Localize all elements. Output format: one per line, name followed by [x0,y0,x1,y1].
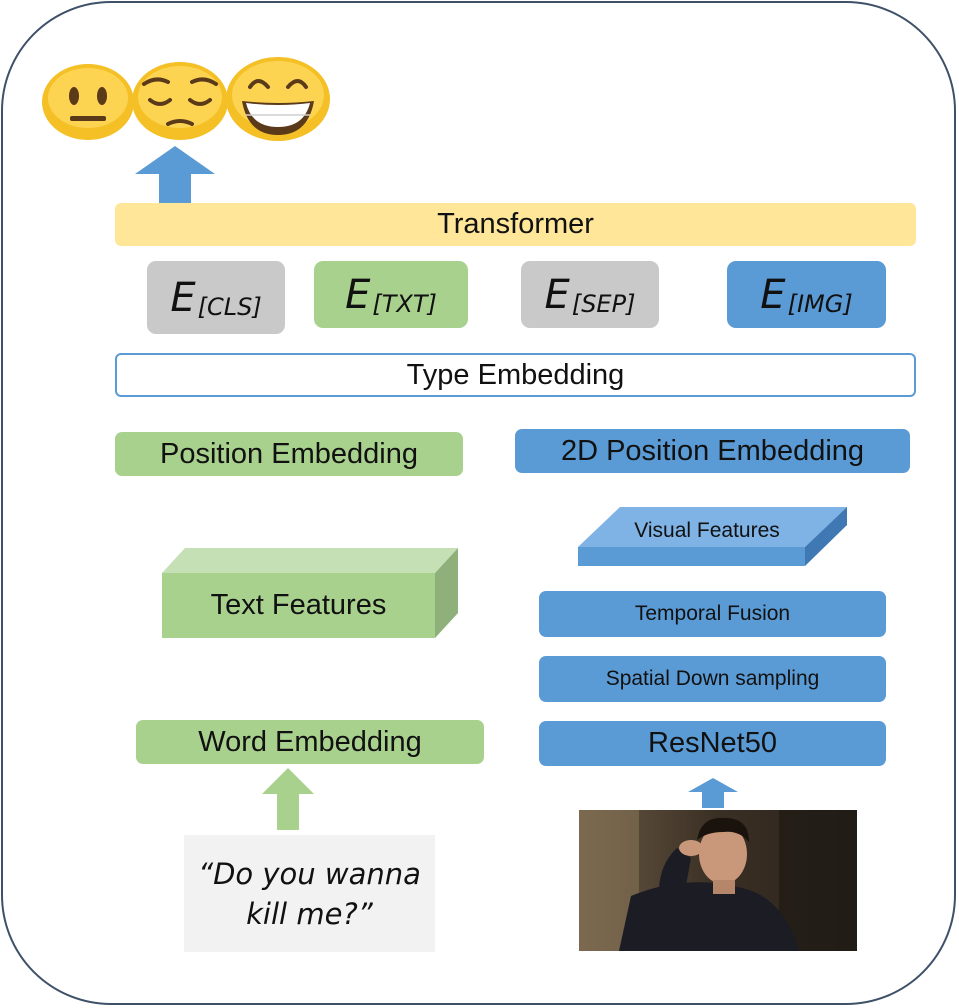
grinning-face-icon [226,57,330,141]
cls-embedding-token: E[CLS] [147,261,285,334]
text-features-label-box: Text Features [162,573,435,638]
temporal-fusion-block: Temporal Fusion [539,591,886,637]
txt-embedding-token: E[TXT] [314,261,468,328]
2d-position-embedding-block: 2D Position Embedding [515,429,910,473]
word-embedding-block: Word Embedding [136,720,484,764]
video-frame-image [579,810,857,951]
word-embedding-label: Word Embedding [198,725,422,758]
img-embedding-base: E [760,271,786,318]
resnet50-block: ResNet50 [539,721,886,766]
transformer-block: Transformer [115,203,916,246]
txt-embedding-sub: [TXT] [372,289,437,318]
position-embedding-block: Position Embedding [115,432,463,476]
txt-embedding-base: E [345,271,371,318]
2d-position-embedding-label: 2D Position Embedding [560,434,865,467]
img-embedding-sub: [IMG] [787,289,853,318]
sep-embedding-base: E [544,271,570,318]
sep-embedding-sub: [SEP] [571,289,636,318]
transformer-label: Transformer [437,208,594,240]
pensive-face-icon [132,62,228,140]
img-embedding-token: E[IMG] [727,261,886,328]
output-arrow-icon [135,146,215,204]
input-utterance: “Do you wanna kill me?” [184,835,435,952]
spatial-downsampling-label: Spatial Down sampling [605,667,820,690]
resnet50-label: ResNet50 [648,727,777,759]
utterance-line-2: kill me?” [246,896,373,931]
visual-features-label: Visual Features [634,519,780,542]
type-embedding-label: Type Embedding [406,358,625,391]
text-features-label: Text Features [210,589,387,621]
visual-features-plane [578,507,847,566]
position-embedding-label: Position Embedding [160,437,418,470]
image-input-arrow-icon [688,778,738,808]
cls-embedding-sub: [CLS] [197,292,262,321]
sep-embedding-token: E[SEP] [521,261,659,328]
cls-embedding-base: E [170,274,196,321]
temporal-fusion-label: Temporal Fusion [634,602,791,625]
neutral-face-icon [42,64,134,140]
utterance-line-1: “Do you wanna [198,856,421,891]
text-input-arrow-icon [262,768,314,830]
text-features-cube [162,548,458,638]
spatial-downsampling-block: Spatial Down sampling [539,656,886,702]
type-embedding-block: Type Embedding [115,353,916,397]
